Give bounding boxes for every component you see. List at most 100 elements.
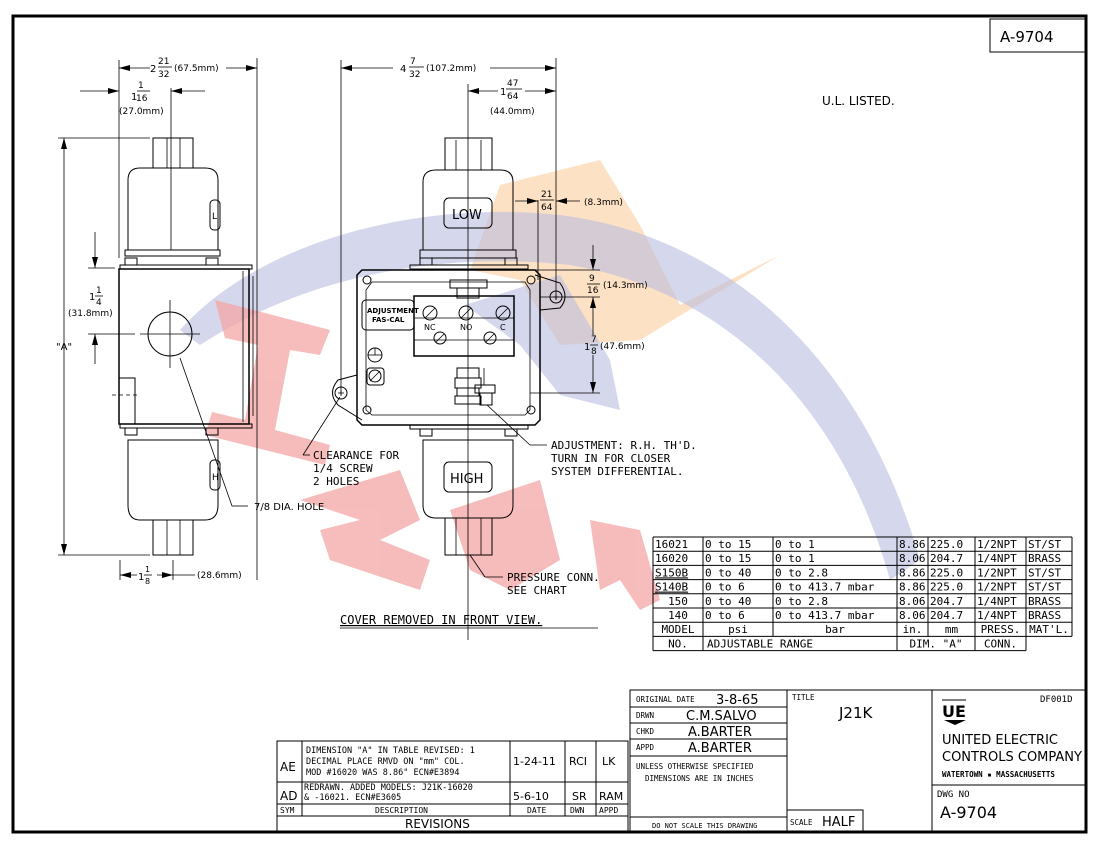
front-ear-offset-mm: (14.3mm) <box>603 281 648 291</box>
front-center-offset-mm: (44.0mm) <box>490 107 535 117</box>
front-overall-width-mm: (107.2mm) <box>426 64 476 74</box>
table-cell-mm: 204.7 <box>930 609 963 622</box>
clearance-note-1: CLEARANCE FOR <box>313 449 399 462</box>
rev-ae-date: 1-24-11 <box>513 755 556 768</box>
side-view: 2 21 32 (67.5mm) 1 1 16 (27.0mm) "A" 1 1… <box>56 57 324 586</box>
units-note-2: DIMENSIONS ARE IN INCHES <box>645 774 754 783</box>
table-header-press: PRESS. <box>981 623 1021 636</box>
title-label: TITLE <box>792 693 815 702</box>
original-date-value: 3-8-65 <box>716 693 758 708</box>
front-center-offset-den: 64 <box>507 92 519 102</box>
table-cell-model: S140B <box>655 581 688 594</box>
side-hole-height-whole: 1 <box>89 292 95 303</box>
clearance-note-2: 1/4 SCREW <box>313 462 373 475</box>
terminal-nc: NC <box>424 323 436 332</box>
table-cell-bar: 0 to 1 <box>775 552 815 565</box>
rev-ae-desc-2: DECIMAL PLACE RMVD ON "mm" COL. <box>306 757 465 767</box>
table-cell-psi: 0 to 6 <box>705 581 745 594</box>
company-name-2: CONTROLS COMPANY <box>942 750 1082 765</box>
table-cell-in: 8.86 <box>899 538 926 551</box>
front-ear-offset-num: 9 <box>589 274 595 284</box>
table-cell-in: 8.06 <box>899 552 926 565</box>
table-cell-psi: 0 to 15 <box>705 538 751 551</box>
clearance-note-3: 2 HOLES <box>313 475 359 488</box>
form-code: DF001D <box>1040 695 1073 705</box>
table-cell-psi: 0 to 40 <box>705 566 751 579</box>
table-cell-in: 8.86 <box>899 581 926 594</box>
table-cell-mat: BRASS <box>1028 595 1061 608</box>
company-name-1: UNITED ELECTRIC <box>942 733 1058 748</box>
rev-ad-dwn: SR <box>572 790 587 803</box>
front-center-offset-whole: 1 <box>500 87 506 98</box>
table-cell-model: 16020 <box>655 552 688 565</box>
side-high-tag: H <box>212 473 219 483</box>
title-block: ORIGINAL DATE 3-8-65 DRWN C.M.SALVO CHKD… <box>629 689 1086 832</box>
table-cell-model: 150 <box>668 595 688 608</box>
adjustment-note-2: TURN IN FOR CLOSER <box>551 452 671 465</box>
table-header-dim-a: DIM. "A" <box>910 637 963 650</box>
drawing-number-corner: A-9704 <box>1000 28 1054 46</box>
front-adjustment-label-1: ADJUSTMENT <box>367 307 419 315</box>
table-cell-mat: ST/ST <box>1028 538 1061 551</box>
front-view: 4 7 32 (107.2mm) 1 47 64 (44.0mm) LOW <box>302 57 697 640</box>
side-overall-width-den: 32 <box>158 70 169 80</box>
front-overall-width-num: 7 <box>410 57 416 67</box>
table-cell-mat: BRASS <box>1028 609 1061 622</box>
watermark <box>180 160 920 610</box>
rev-ae-desc-1: DIMENSION "A" IN TABLE REVISED: 1 <box>306 746 475 756</box>
table-cell-mm: 225.0 <box>930 538 963 551</box>
rev-header-desc: DESCRIPTION <box>375 806 428 815</box>
table-cell-conn: 1/2NPT <box>977 538 1017 551</box>
front-high-label: HIGH <box>450 472 483 487</box>
table-cell-mat: ST/ST <box>1028 566 1061 579</box>
pressure-note-1: PRESSURE CONN. <box>507 571 600 584</box>
side-hole-height-mm: (31.8mm) <box>68 309 113 319</box>
rev-header-dwn: DWN <box>570 806 585 815</box>
side-offset-width-whole: 1 <box>131 92 137 103</box>
chkd-value: A.BARTER <box>688 725 752 740</box>
front-side-gap-den: 64 <box>541 203 553 213</box>
front-hole-spacing-num: 7 <box>591 335 597 345</box>
rev-ad-appd: RAM <box>599 790 623 803</box>
table-header-psi: psi <box>728 623 748 636</box>
table-cell-bar: 0 to 1 <box>775 538 815 551</box>
table-cell-conn: 1/4NPT <box>977 609 1017 622</box>
adjustment-note-1: ADJUSTMENT: R.H. TH'D. <box>551 439 697 452</box>
rev-ae-sym: AE <box>280 760 296 774</box>
rev-header-sym: SYM <box>280 806 295 815</box>
company-location: WATERTOWN ▪ MASSACHUSETTS <box>942 770 1055 779</box>
side-bottom-width-mm: (28.6mm) <box>197 571 242 581</box>
table-header-adjustable-range: ADJUSTABLE RANGE <box>707 637 813 650</box>
table-header-mm: mm <box>945 623 959 636</box>
table-cell-conn: 1/4NPT <box>977 595 1017 608</box>
original-date-label: ORIGINAL DATE <box>636 695 695 704</box>
side-bottom-width-den: 8 <box>145 577 150 586</box>
table-header-bar: bar <box>825 623 845 636</box>
table-cell-in: 8.06 <box>899 609 926 622</box>
table-header-in: in. <box>903 623 923 636</box>
table-cell-conn: 1/2NPT <box>977 581 1017 594</box>
front-hole-spacing-den: 8 <box>591 347 597 357</box>
table-header-conn: CONN. <box>984 637 1017 650</box>
table-cell-psi: 0 to 6 <box>705 609 745 622</box>
table-cell-bar: 0 to 2.8 <box>775 566 828 579</box>
adjustment-note-3: SYSTEM DIFFERENTIAL. <box>551 465 683 478</box>
drawing-title: J21K <box>838 704 874 722</box>
table-cell-bar: 0 to 2.8 <box>775 595 828 608</box>
units-note-1: UNLESS OTHERWISE SPECIFIED <box>636 762 754 771</box>
rev-ae-appd: LK <box>602 755 616 768</box>
front-overall-width-den: 32 <box>409 70 420 80</box>
rev-ad-desc-1: REDRAWN. ADDED MODELS: J21K-16020 <box>304 783 473 793</box>
table-cell-mm: 225.0 <box>930 581 963 594</box>
terminal-c: C <box>500 323 506 332</box>
table-cell-mm: 204.7 <box>930 595 963 608</box>
scale-label: SCALE <box>790 818 813 827</box>
front-ear-offset-den: 16 <box>587 286 599 296</box>
rev-ad-sym: AD <box>280 789 297 803</box>
side-low-tag: L <box>212 212 217 222</box>
front-side-gap-mm: (8.3mm) <box>584 198 623 208</box>
table-cell-mm: 225.0 <box>930 566 963 579</box>
side-overall-width-whole: 2 <box>150 64 156 75</box>
front-hole-spacing-whole: 1 <box>584 342 590 353</box>
